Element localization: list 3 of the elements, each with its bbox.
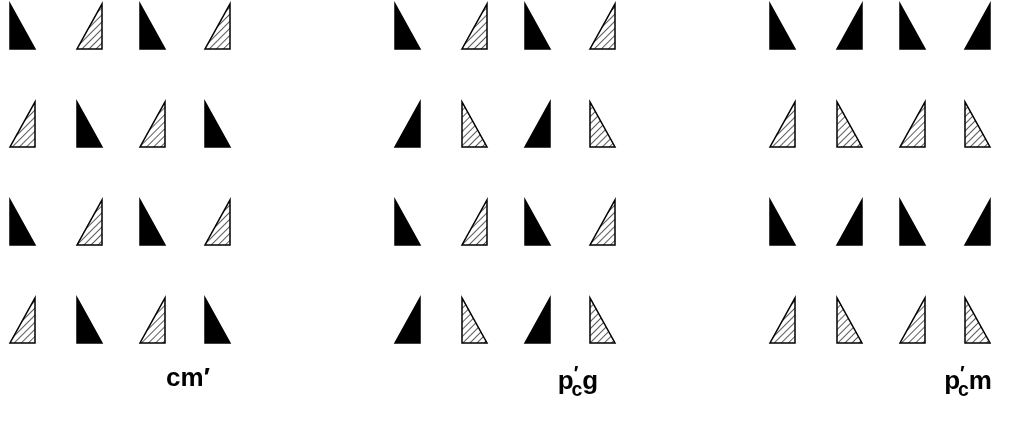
pattern-label: p$^{′}$$_{c}$g	[557, 362, 599, 401]
pattern-label: p$^{′}$$_{c}$m	[944, 362, 992, 401]
pattern-label: cm′	[166, 362, 210, 393]
